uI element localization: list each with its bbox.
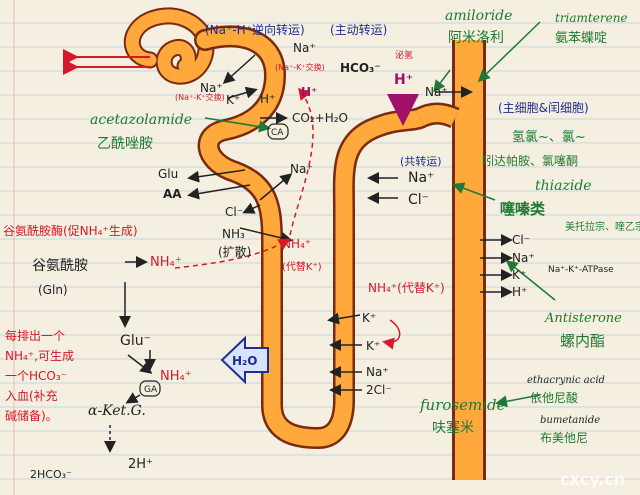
atpase-label: Na⁺-K⁺-ATPase [548, 265, 614, 275]
replace-k-label: (代替K⁺) [282, 260, 322, 273]
ga-circle [139, 380, 161, 397]
glutaminase-label: 谷氨酰胺酶(促NH₄⁺生成) [3, 223, 138, 238]
two-cl: 2Cl⁻ [366, 383, 392, 397]
k-loop2: K⁺ [366, 339, 380, 353]
glu-minus: Glu⁻ [120, 333, 151, 349]
antiport-label: (Na⁺-H⁺逆向转运) [205, 22, 305, 37]
note-line2: NH₄⁺,可生成 [5, 349, 74, 363]
collecting-duct [415, 40, 486, 480]
glu-label: Glu [158, 167, 178, 181]
note-line4: 入血(补充 [5, 388, 58, 403]
triamterene-en: triamterene [555, 11, 628, 25]
cl-dct: Cl⁻ [408, 192, 429, 208]
glutamine-label: 谷氨酰胺 [32, 258, 88, 274]
na-left: Na⁺ [200, 81, 223, 95]
hco3-bottom: 2HCO₃⁻ [30, 468, 72, 481]
k-left: K⁺ [226, 93, 240, 107]
h-tubule: H⁺ [301, 85, 317, 99]
na-loop: Na⁺ [290, 162, 313, 176]
two-h: 2H⁺ [128, 457, 153, 472]
thiazide-zh: 噻嗪类 [500, 200, 546, 218]
note-line3: 一个HCO₃⁻ [5, 369, 67, 383]
amiloride-zh: 阿米洛利 [448, 30, 504, 46]
nephron-tubule [194, 25, 431, 450]
na-k-small: (Na⁺-K⁺交换) [175, 92, 225, 102]
aa-label: AA [163, 187, 182, 201]
note-line5: 碱储备)。 [5, 408, 58, 423]
red-arrows [174, 87, 401, 350]
cells-label: (主细胞&闰细胞) [498, 101, 589, 115]
antisterone-en: Antisterone [544, 311, 622, 326]
h2o-arrow [220, 335, 269, 385]
thiazide-note: 美托拉宗、喹乙宗 [565, 220, 640, 233]
green-arrows [204, 21, 556, 408]
ca-label: CA [271, 128, 284, 138]
h2o-label: H₂O [232, 354, 258, 368]
gln-label: (Gln) [38, 283, 68, 297]
h-left: H⁺ [260, 92, 275, 106]
k-right: K⁺ [512, 268, 526, 282]
bumetanide-en: bumetanide [540, 415, 600, 426]
k-loop1: K⁺ [362, 311, 376, 325]
na-k-exchange-label: (Na⁺-K⁺交换) [275, 62, 325, 72]
note-line1: 每排出一个 [5, 328, 65, 343]
acetazolamide-zh: 乙酰唑胺 [97, 136, 153, 152]
diffusion-label: (扩散) [218, 244, 251, 259]
na-top: Na⁺ [293, 41, 316, 55]
diuretics-line2: 吲达帕胺、氯噻酮 [482, 153, 578, 168]
ethacrynic-zh: 依他尼酸 [530, 390, 578, 405]
na-right: Na⁺ [512, 251, 535, 265]
nh4-replace: NH₄⁺(代替K⁺) [368, 281, 445, 295]
nh3-label: NH₃ [222, 227, 245, 241]
nh4-cell: NH₄⁺ [150, 255, 182, 270]
nh4-tubule: NH₄⁺ [282, 237, 311, 251]
triamterene-zh: 氨苯蝶啶 [555, 31, 607, 46]
glomerulus [123, 7, 215, 85]
antisterone-zh: 螺内酯 [560, 332, 605, 350]
thiazide-en: thiazide [535, 178, 592, 194]
watermark: cxcy.cn [560, 470, 625, 489]
co2-h2o-label: CO₂+H₂O [292, 111, 348, 125]
aketg-label: α-Ket.G. [88, 403, 146, 419]
cl-label: Cl⁻ [225, 205, 243, 219]
ethacrynic-en: ethacrynic acid [527, 375, 605, 386]
h-right: H⁺ [512, 285, 527, 299]
hco3-label: HCO₃⁻ [340, 61, 381, 75]
bumetanide-zh: 布美他尼 [540, 431, 588, 445]
cotransport-label: (共转运) [400, 154, 442, 168]
secretion-label: 泌氢 [395, 49, 413, 61]
ga-label: GA [144, 385, 158, 395]
na-distal: Na⁺ [425, 85, 448, 99]
ca-circle [267, 123, 289, 140]
diuretics-line1: 氢氯~、氯~ [512, 130, 586, 145]
h-distal: H⁺ [394, 72, 413, 88]
furosemide-zh: 呋塞米 [432, 419, 474, 436]
afferent-arrows [63, 49, 150, 75]
active-transport-label: (主动转运) [330, 22, 387, 37]
acetazolamide-en: acetazolamide [90, 112, 192, 128]
cl-right: Cl⁻ [512, 233, 530, 247]
furosemide-en: furosemide [419, 396, 506, 414]
na-loop2: Na⁺ [366, 365, 389, 379]
transport-arrows [104, 54, 513, 453]
nh4-red: NH₄⁺ [160, 369, 192, 384]
amiloride-en: amiloride [445, 8, 512, 24]
na-dct: Na⁺ [408, 170, 434, 186]
